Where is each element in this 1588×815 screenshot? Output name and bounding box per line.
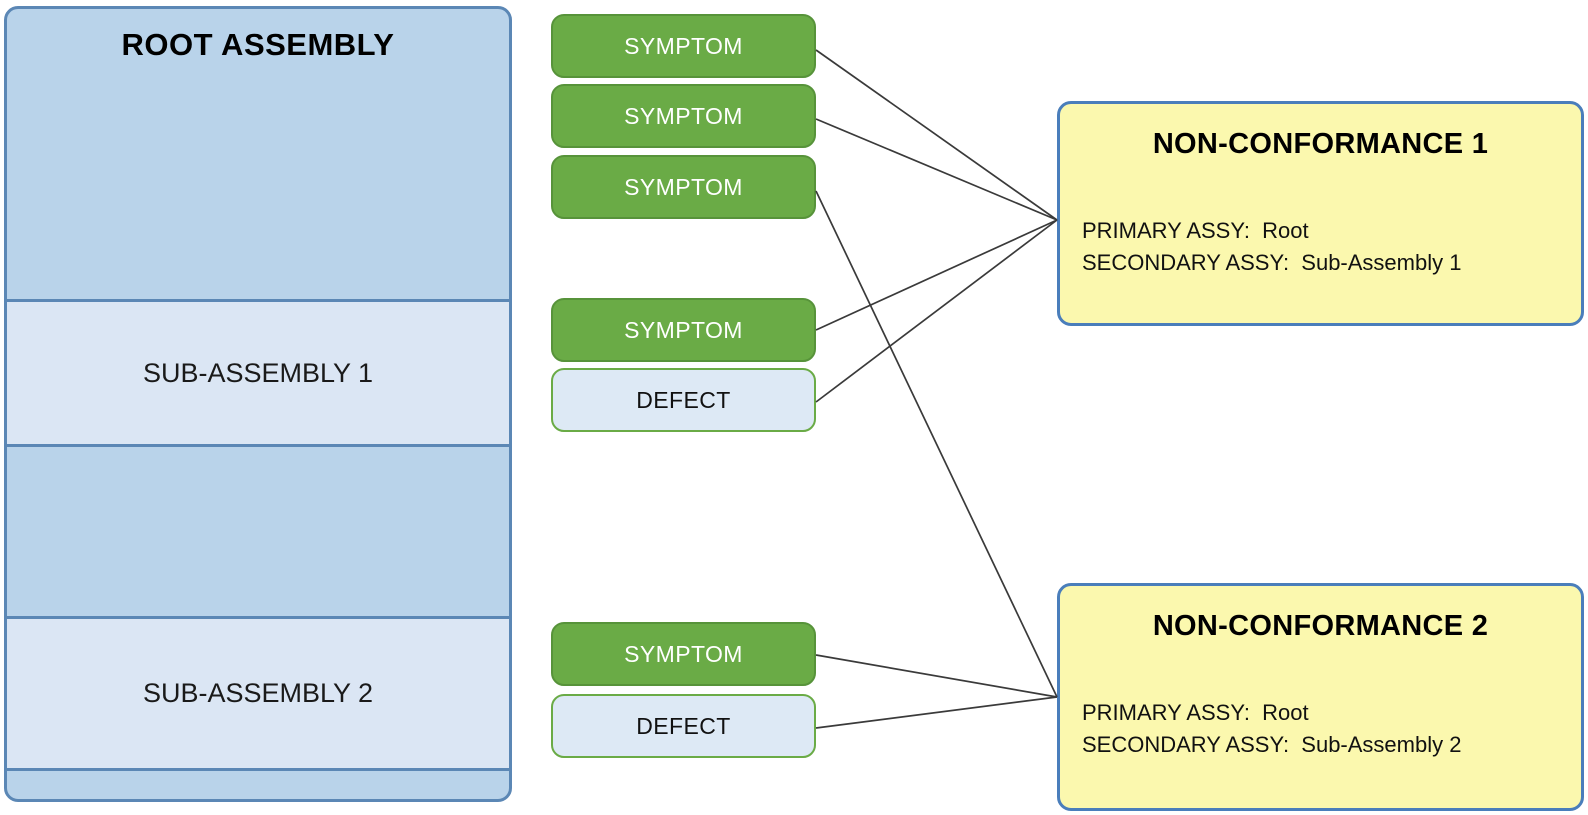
non-conformance-2-secondary-assy: SECONDARY ASSY: Sub-Assembly 2 xyxy=(1082,731,1462,757)
symptom-chip-5[interactable]: SYMPTOM xyxy=(551,622,816,686)
non-conformance-2-details: PRIMARY ASSY: Root SECONDARY ASSY: Sub-A… xyxy=(1082,697,1559,761)
non-conformance-1-secondary-assy: SECONDARY ASSY: Sub-Assembly 1 xyxy=(1082,249,1462,275)
connector-symptom-3-to-nc-2 xyxy=(815,190,1058,698)
non-conformance-1-details: PRIMARY ASSY: Root SECONDARY ASSY: Sub-A… xyxy=(1082,215,1559,279)
symptom-chip-4[interactable]: SYMPTOM xyxy=(551,298,816,362)
defect-chip-2[interactable]: DEFECT xyxy=(551,694,816,758)
non-conformance-2-title: NON-CONFORMANCE 2 xyxy=(1152,610,1489,642)
connector-defect-2-to-nc-2 xyxy=(815,696,1058,729)
connector-symptom-5-to-nc-2 xyxy=(815,654,1058,698)
sub-assembly-2-band: SUB-ASSEMBLY 2 xyxy=(7,616,509,771)
connector-symptom-1-to-nc-1 xyxy=(815,49,1058,221)
non-conformance-card-2[interactable]: NON-CONFORMANCE 2 PRIMARY ASSY: Root SEC… xyxy=(1057,583,1584,811)
sub-assembly-1-band: SUB-ASSEMBLY 1 xyxy=(7,299,509,447)
symptom-chip-2[interactable]: SYMPTOM xyxy=(551,84,816,148)
non-conformance-1-title: NON-CONFORMANCE 1 xyxy=(1152,128,1489,160)
non-conformance-card-1[interactable]: NON-CONFORMANCE 1 PRIMARY ASSY: Root SEC… xyxy=(1057,101,1584,326)
non-conformance-1-primary-assy: PRIMARY ASSY: Root xyxy=(1082,218,1309,243)
connector-symptom-4-to-nc-1 xyxy=(815,219,1058,331)
root-assembly-title: ROOT ASSEMBLY xyxy=(121,27,395,62)
symptom-chip-3[interactable]: SYMPTOM xyxy=(551,155,816,219)
symptom-chip-1[interactable]: SYMPTOM xyxy=(551,14,816,78)
connector-defect-1-to-nc-1 xyxy=(815,219,1058,403)
root-assembly-box: ROOT ASSEMBLY SUB-ASSEMBLY 1 SUB-ASSEMBL… xyxy=(4,6,512,802)
defect-chip-1[interactable]: DEFECT xyxy=(551,368,816,432)
non-conformance-2-primary-assy: PRIMARY ASSY: Root xyxy=(1082,700,1309,725)
connector-symptom-2-to-nc-1 xyxy=(815,118,1058,221)
